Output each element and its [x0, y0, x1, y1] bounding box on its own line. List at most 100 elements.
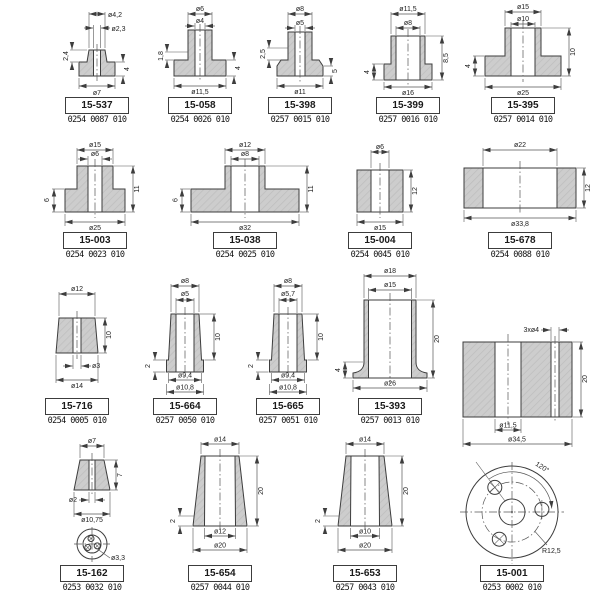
order-code: 0254 0087 010	[67, 115, 127, 125]
dim-label: 3xø4	[523, 327, 539, 334]
drawing-15-716: ø12 10 ø3 ø14	[55, 286, 113, 390]
dim-label: 2	[315, 519, 322, 523]
drawing-15-664: ø8 ø5 2 10 ø9,4 ø10,8	[145, 278, 222, 395]
dim-label: ø11	[294, 89, 306, 96]
dim-label: ø15	[384, 282, 396, 289]
dim-label: ø8	[241, 151, 249, 158]
part-number: 15-653	[349, 568, 381, 579]
dim-label: 12	[585, 184, 592, 192]
dim-label: ø9,4	[178, 373, 192, 380]
part-number: 15-664	[169, 401, 201, 412]
order-code: 0254 0025 010	[215, 250, 275, 260]
drawing-15-003: ø15 ø6 6 11 ø25	[44, 142, 141, 232]
part-number-box: 15-653	[333, 565, 397, 582]
part-number-box: 15-654	[188, 565, 252, 582]
dim-label: 20	[258, 487, 265, 495]
drawing-15-058: ø6 ø4 1,8 4 ø11,5	[158, 6, 242, 96]
order-code: 0257 0013 010	[360, 416, 420, 426]
drawing-15-001-front: 120° R12,5	[460, 460, 564, 564]
dim-label: ø10,8	[176, 385, 194, 392]
dim-label: ø11,5	[399, 6, 416, 13]
dim-label: ø8	[404, 20, 412, 27]
dim-label: 4	[364, 70, 371, 74]
order-code: 0257 0016 010	[378, 115, 438, 125]
order-code: 0254 0023 010	[65, 250, 125, 260]
order-code: 0253 0002 010	[482, 583, 542, 593]
order-code: 0257 0015 010	[270, 115, 330, 125]
part-number-box: 15-058	[168, 97, 232, 114]
drawing-15-038: ø12 ø8 6 11 ø32	[173, 142, 316, 232]
order-code: 0257 0014 010	[493, 115, 553, 125]
dim-label: 12	[412, 187, 419, 195]
dim-label: ø10,75	[81, 517, 103, 524]
order-code: 0257 0044 010	[190, 583, 250, 593]
dim-label: ø20	[359, 543, 371, 550]
dim-label: ø3,3	[111, 555, 125, 562]
dim-label: 5	[332, 69, 339, 73]
part-number: 15-399	[392, 100, 424, 111]
dim-label: 11	[308, 185, 315, 192]
dim-label: 4	[235, 66, 242, 70]
dim-label: ø15	[374, 225, 386, 232]
part-number: 15-162	[76, 568, 108, 579]
dim-label: ø10	[517, 16, 529, 23]
dim-label: ø15	[89, 142, 101, 149]
dim-label: 10	[215, 333, 222, 341]
dim-label: ø11,5	[499, 423, 516, 430]
dim-label: ø34,5	[508, 437, 526, 444]
dim-label: R12,5	[542, 548, 561, 555]
dim-label: ø10,8	[279, 385, 297, 392]
drawing-15-393: ø18 ø15 4 20 ø26	[335, 268, 441, 392]
part-number: 15-716	[61, 401, 93, 412]
part-number-box: 15-001	[480, 565, 544, 582]
drawing-15-654: ø14 2 20 ø12 ø20	[170, 437, 265, 553]
drawing-15-537: ø4,2 ø2,3 2,4 4 ø7	[63, 11, 131, 97]
order-code: 0257 0043 010	[335, 583, 395, 593]
dim-label: 10	[318, 333, 325, 341]
drawing-15-398: ø8 ø5 2,5 5 ø11	[260, 6, 339, 96]
dim-label: 10	[570, 48, 577, 56]
dim-label: ø8	[296, 6, 304, 13]
dim-label: 6	[44, 198, 51, 202]
order-code: 0253 0032 010	[62, 583, 122, 593]
dim-label: ø11,5	[191, 89, 208, 96]
dim-label: 2,5	[260, 49, 267, 59]
drawing-15-665: ø8 ø5,7 2 10 ø9,4 ø10,8	[248, 278, 325, 395]
part-number: 15-537	[81, 100, 113, 111]
dim-label: ø26	[384, 381, 396, 388]
dim-label: ø10	[359, 529, 371, 536]
dim-label: ø14	[214, 437, 226, 444]
part-number-box: 15-395	[491, 97, 555, 114]
dim-label: ø8	[181, 278, 189, 285]
dim-label: 20	[582, 375, 589, 383]
drawing-15-162: ø7 7 ø2 ø10,75 ø3,3	[69, 438, 125, 562]
dim-label: 1,8	[158, 51, 165, 61]
dim-label: 11	[134, 185, 141, 192]
drawing-15-678: ø22 12 ø33,8	[463, 142, 592, 228]
dim-label: ø20	[214, 543, 226, 550]
dim-label: 4	[124, 67, 131, 71]
dim-label: ø6	[376, 144, 384, 151]
dim-label: ø12	[239, 142, 251, 149]
dim-label: ø32	[239, 225, 251, 232]
part-number: 15-678	[504, 235, 536, 246]
part-number-box: 15-399	[376, 97, 440, 114]
drawing-15-395: ø15 ø10 4 10 ø25	[465, 4, 577, 97]
part-number-box: 15-664	[153, 398, 217, 415]
part-number-box: 15-003	[63, 232, 127, 249]
part-number-box: 15-665	[256, 398, 320, 415]
dim-label: ø3	[92, 363, 100, 370]
order-code: 0254 0088 010	[490, 250, 550, 260]
drawing-15-399: ø11,5 ø8 4 8,5 ø16	[364, 6, 450, 97]
dim-label: ø7	[88, 438, 96, 445]
part-number: 15-665	[272, 401, 304, 412]
dim-label: ø5	[181, 291, 189, 298]
dim-label: ø2,3	[112, 26, 126, 33]
part-number: 15-003	[79, 235, 111, 246]
drawing-15-653: ø14 2 20 ø10 ø20	[315, 437, 410, 553]
dim-label: 4	[335, 368, 342, 372]
part-number-box: 15-716	[45, 398, 109, 415]
dim-label: ø9,4	[281, 373, 295, 380]
